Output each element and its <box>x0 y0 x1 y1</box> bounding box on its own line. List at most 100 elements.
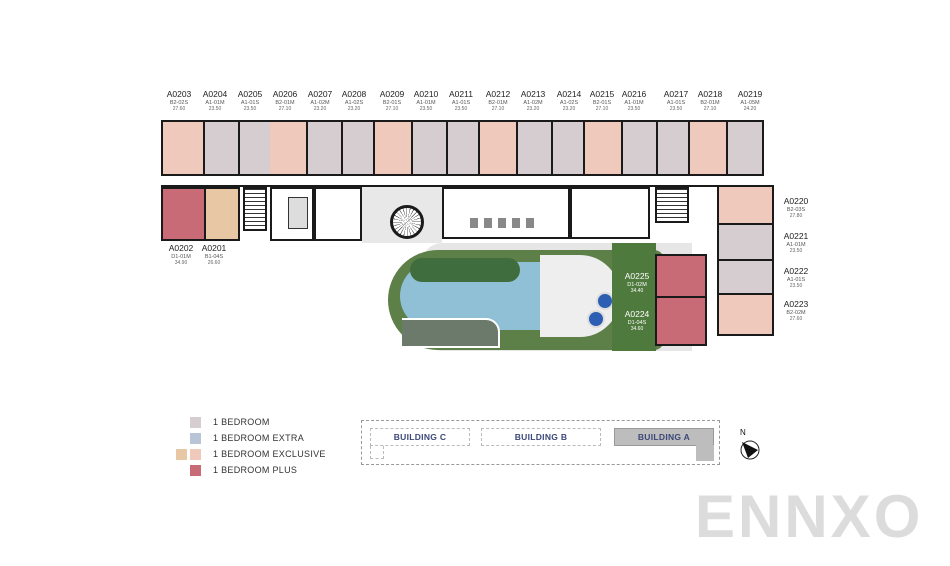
key-plan <box>361 420 720 465</box>
unit-a0214[interactable] <box>553 122 585 174</box>
unit-area: 34.60 <box>630 326 644 332</box>
unit-code: A1-05M <box>740 99 760 106</box>
top-row-units <box>161 120 764 176</box>
unit-id: A0208 <box>341 89 367 99</box>
unit-id: A0204 <box>202 89 228 99</box>
unit-a0204[interactable] <box>205 122 240 174</box>
unit-area: 27.10 <box>491 106 505 112</box>
unit-a0221[interactable] <box>717 225 774 261</box>
unit-area: 23.50 <box>243 106 257 112</box>
unit-code: B2-01M <box>488 99 508 106</box>
building-a-button[interactable]: BUILDING A <box>614 428 714 446</box>
swatch-1-bedroom-extra <box>190 432 201 444</box>
lift-car <box>288 197 308 229</box>
unit-a0219[interactable] <box>728 122 762 174</box>
unit-area: 23.50 <box>789 283 803 289</box>
unit-a0216[interactable] <box>623 122 658 174</box>
unit-id: A0223 <box>783 299 809 309</box>
unit-a0209[interactable] <box>375 122 413 174</box>
unit-id: A0215 <box>589 89 615 99</box>
unit-code: A1-02S <box>559 99 579 106</box>
unit-code: B2-01S <box>382 99 402 106</box>
unit-a0218[interactable] <box>690 122 728 174</box>
unit-a0202[interactable] <box>161 187 206 241</box>
unit-code: A1-01S <box>786 276 806 283</box>
garden-right <box>612 243 656 351</box>
unit-area: 23.50 <box>208 106 222 112</box>
stair-core-east <box>655 187 689 223</box>
unit-area: 27.10 <box>385 106 399 112</box>
unit-a0203[interactable] <box>163 122 205 174</box>
unit-a0215[interactable] <box>585 122 623 174</box>
unit-area: 23.50 <box>669 106 683 112</box>
restrooms <box>570 187 650 239</box>
unit-a0205[interactable] <box>240 122 272 174</box>
jacuzzi-2[interactable] <box>587 310 605 328</box>
unit-area: 23.50 <box>789 248 803 254</box>
unit-area: 27.10 <box>703 106 717 112</box>
legend-item-1-bedroom-extra: 1 BEDROOM EXTRA <box>190 432 304 444</box>
unit-id: A0210 <box>413 89 439 99</box>
unit-a0212[interactable] <box>480 122 518 174</box>
unit-area: 26.60 <box>207 260 221 266</box>
unit-a0201[interactable] <box>206 187 240 241</box>
unit-a0222[interactable] <box>717 261 774 295</box>
unit-a0217[interactable] <box>658 122 690 174</box>
unit-area: 34.90 <box>174 260 188 266</box>
unit-a0220[interactable] <box>717 185 774 225</box>
legend-item-1-bedroom-plus: 1 BEDROOM PLUS <box>190 464 297 476</box>
unit-a0213[interactable] <box>518 122 553 174</box>
unit-code: B2-02M <box>786 309 806 316</box>
north-label: N <box>740 428 746 437</box>
legend-item-1-bedroom-exclusive: 1 BEDROOM EXCLUSIVE <box>176 448 326 460</box>
unit-a0208[interactable] <box>343 122 375 174</box>
unit-id: A0212 <box>485 89 511 99</box>
unit-a0207[interactable] <box>308 122 343 174</box>
unit-id: A0219 <box>737 89 763 99</box>
unit-a0225[interactable] <box>655 254 707 298</box>
unit-id: A0220 <box>783 196 809 206</box>
unit-a0206[interactable] <box>270 122 308 174</box>
unit-a0211[interactable] <box>448 122 480 174</box>
unit-a0224[interactable] <box>655 298 707 346</box>
unit-id: A0203 <box>166 89 192 99</box>
unit-area: 27.60 <box>789 316 803 322</box>
legend-label: 1 BEDROOM <box>213 417 270 427</box>
building-b-button[interactable]: BUILDING B <box>481 428 601 446</box>
unit-a0210[interactable] <box>413 122 448 174</box>
unit-area: 23.50 <box>454 106 468 112</box>
unit-a0223[interactable] <box>717 295 774 336</box>
unit-id: A0225 <box>624 271 650 281</box>
unit-id: A0209 <box>379 89 405 99</box>
unit-area: 24.20 <box>743 106 757 112</box>
unit-area: 27.10 <box>278 106 292 112</box>
unit-code: D1-02M <box>627 281 647 288</box>
building-c-button[interactable]: BUILDING C <box>370 428 470 446</box>
unit-area: 23.20 <box>347 106 361 112</box>
